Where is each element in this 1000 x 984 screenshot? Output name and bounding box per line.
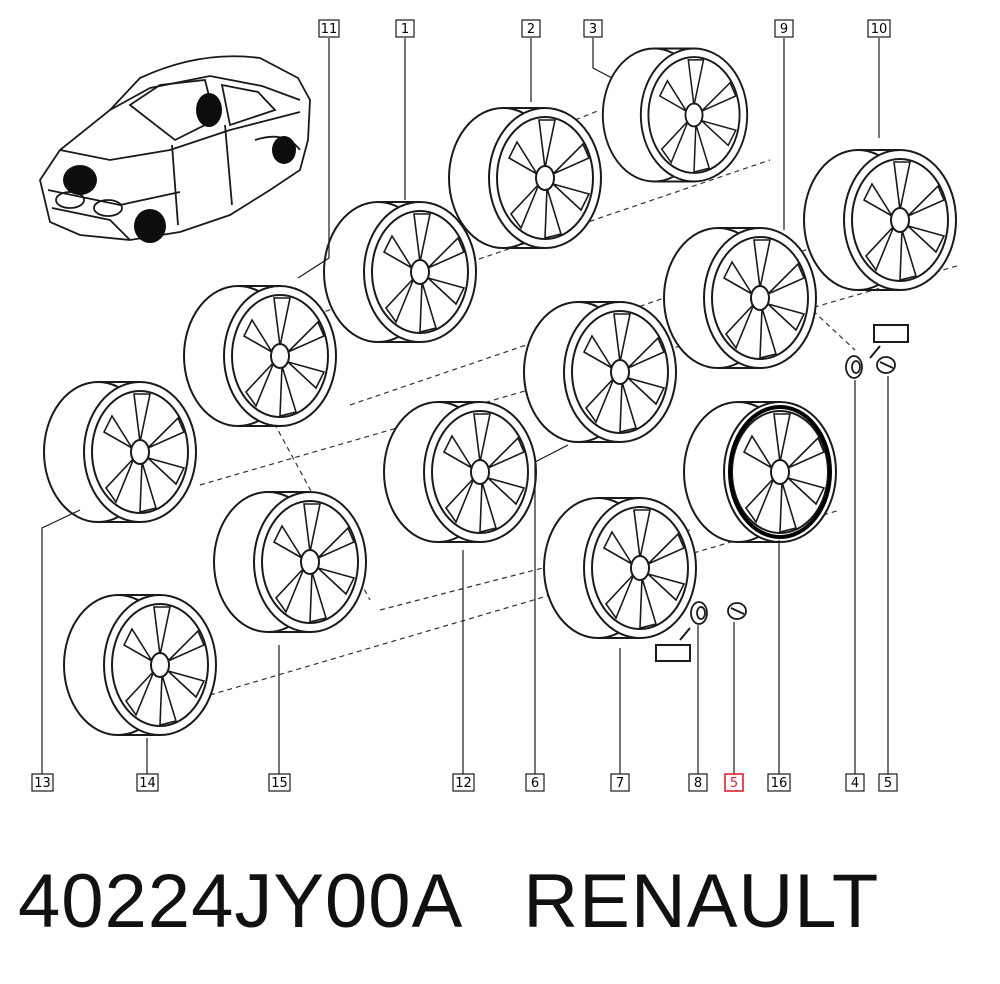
svg-text:13: 13: [34, 776, 51, 791]
center-cap-8[interactable]: [690, 601, 708, 625]
callout-1[interactable]: 1: [395, 19, 415, 38]
callout-9[interactable]: 9: [774, 19, 794, 38]
callout-13[interactable]: 13: [31, 773, 54, 792]
wheel-2[interactable]: [448, 107, 602, 249]
callout-5-highlighted[interactable]: 5: [724, 773, 744, 792]
lug-nut-5-right[interactable]: [876, 356, 896, 374]
svg-text:14: 14: [139, 776, 156, 791]
svg-text:3: 3: [589, 22, 597, 37]
wheel-13[interactable]: [43, 381, 197, 523]
wheel-11[interactable]: [183, 285, 337, 427]
label-tag-right: [869, 324, 909, 359]
part-number: 40224JY00A: [18, 859, 464, 944]
callout-10[interactable]: 10: [867, 19, 891, 38]
svg-text:1: 1: [401, 22, 409, 37]
wheel-14[interactable]: [63, 594, 217, 736]
svg-text:4: 4: [851, 776, 859, 791]
callout-12[interactable]: 12: [452, 773, 475, 792]
callout-16[interactable]: 16: [767, 773, 791, 792]
svg-text:15: 15: [271, 776, 288, 791]
center-cap-4[interactable]: [845, 355, 863, 379]
car-illustration: [39, 55, 311, 241]
svg-text:8: 8: [694, 776, 702, 791]
brand-name: RENAULT: [523, 859, 880, 944]
car-wheel-highlights: [63, 93, 296, 243]
callout-14[interactable]: 14: [136, 773, 159, 792]
wheel-9[interactable]: [663, 227, 817, 369]
svg-text:2: 2: [527, 22, 535, 37]
callout-15[interactable]: 15: [268, 773, 291, 792]
svg-text:5: 5: [730, 776, 738, 791]
callout-5-right[interactable]: 5: [878, 773, 898, 792]
leader-lines: [41, 38, 889, 774]
label-tag-center: [655, 627, 691, 662]
svg-text:6: 6: [531, 776, 539, 791]
highlight-frame: [724, 773, 744, 792]
svg-text:9: 9: [780, 22, 788, 37]
callout-6[interactable]: 6: [525, 773, 545, 792]
wheel-6[interactable]: [523, 301, 677, 443]
svg-text:10: 10: [871, 22, 888, 37]
wheel-16[interactable]: [683, 401, 837, 543]
callout-2[interactable]: 2: [521, 19, 541, 38]
svg-text:11: 11: [321, 22, 338, 37]
callout-7[interactable]: 7: [610, 773, 630, 792]
wheel-1[interactable]: [323, 201, 477, 343]
wheel-10[interactable]: [803, 149, 957, 291]
wheel-12[interactable]: [383, 401, 537, 543]
svg-text:5: 5: [884, 776, 892, 791]
callout-4[interactable]: 4: [845, 773, 865, 792]
svg-text:12: 12: [455, 776, 472, 791]
lug-nut-5-center[interactable]: [727, 602, 747, 620]
wheel-15[interactable]: [213, 491, 367, 633]
svg-text:7: 7: [616, 776, 624, 791]
callout-8[interactable]: 8: [688, 773, 708, 792]
callout-3[interactable]: 3: [583, 19, 603, 38]
wheel-7[interactable]: [543, 497, 697, 639]
wheel-3[interactable]: [601, 47, 749, 183]
callout-11[interactable]: 11: [318, 19, 340, 38]
svg-text:16: 16: [771, 776, 788, 791]
footer-title: 40224JY00A RENAULT: [18, 852, 879, 952]
